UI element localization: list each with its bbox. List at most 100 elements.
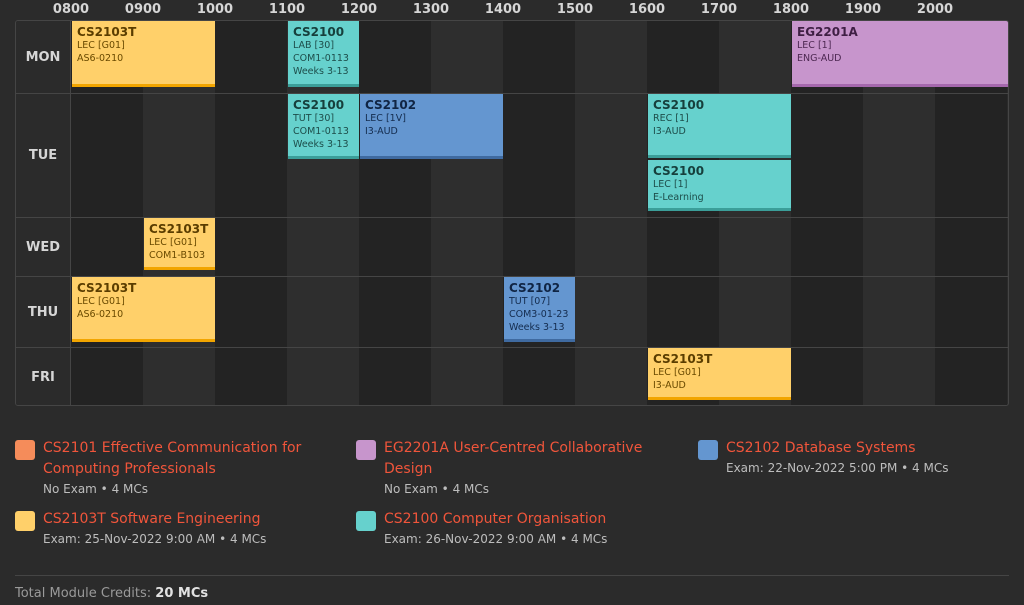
hour-label: 0800 bbox=[52, 2, 90, 17]
lesson-weeks: Weeks 3-13 bbox=[293, 139, 349, 150]
lesson-venue: E-Learning bbox=[653, 192, 704, 203]
hour-column bbox=[719, 21, 791, 405]
module-item-cs2103t: CS2103T Software Engineering Exam: 25-No… bbox=[15, 509, 335, 548]
lesson-type: LEC [1] bbox=[653, 179, 688, 190]
module-color-swatch[interactable] bbox=[15, 440, 35, 460]
day-row-wed: WED bbox=[16, 217, 1008, 276]
lesson-venue: AS6-0210 bbox=[77, 53, 124, 64]
lesson-cs2100-lab-mon[interactable]: CS2100 LAB [30] COM1-0113 Weeks 3-13 bbox=[288, 21, 359, 87]
lesson-cs2103t-mon[interactable]: CS2103T LEC [G01] AS6-0210 bbox=[72, 21, 215, 87]
module-color-swatch[interactable] bbox=[698, 440, 718, 460]
hour-label: 1100 bbox=[268, 2, 306, 17]
day-label: TUE bbox=[16, 94, 71, 217]
lesson-venue: COM3-01-23 bbox=[509, 309, 569, 320]
hour-column bbox=[575, 21, 647, 405]
day-label: MON bbox=[16, 21, 71, 93]
module-exam-info: No Exam • 4 MCs bbox=[43, 482, 148, 496]
hour-label: 1600 bbox=[628, 2, 666, 17]
lesson-code: CS2103T bbox=[77, 281, 137, 295]
lesson-type: REC [1] bbox=[653, 113, 689, 124]
lesson-code: CS2100 bbox=[653, 164, 705, 178]
hour-column bbox=[431, 21, 503, 405]
module-title-link[interactable]: CS2102 Database Systems bbox=[726, 440, 916, 456]
lesson-code: CS2103T bbox=[149, 222, 209, 236]
module-color-swatch[interactable] bbox=[356, 440, 376, 460]
hour-label: 1700 bbox=[700, 2, 738, 17]
lesson-type: LEC [1] bbox=[797, 40, 832, 51]
lesson-code: CS2102 bbox=[365, 98, 417, 112]
day-row-tue: TUE bbox=[16, 93, 1008, 217]
module-item-cs2101: CS2101 Effective Communication for Compu… bbox=[15, 438, 335, 498]
day-label: FRI bbox=[16, 348, 71, 405]
hour-column bbox=[215, 21, 287, 405]
lesson-code: CS2103T bbox=[77, 25, 137, 39]
module-item-cs2100: CS2100 Computer Organisation Exam: 26-No… bbox=[356, 509, 676, 548]
day-row-fri: FRI bbox=[16, 347, 1008, 405]
hour-label: 0900 bbox=[124, 2, 162, 17]
total-credits-value: 20 MCs bbox=[155, 586, 209, 601]
day-row-mon: MON bbox=[16, 21, 1008, 93]
lesson-type: LEC [G01] bbox=[77, 296, 125, 307]
lesson-cs2100-rec-tue[interactable]: CS2100 REC [1] I3-AUD bbox=[648, 94, 791, 158]
timetable: MON TUE WED THU FRI CS2103T LEC [G01] AS… bbox=[15, 20, 1009, 406]
lesson-cs2103t-thu[interactable]: CS2103T LEC [G01] AS6-0210 bbox=[72, 277, 215, 342]
lesson-cs2102-tut-thu[interactable]: CS2102 TUT [07] COM3-01-23 Weeks 3-13 bbox=[504, 277, 575, 342]
lesson-code: CS2102 bbox=[509, 281, 561, 295]
module-color-swatch[interactable] bbox=[356, 511, 376, 531]
module-title-link[interactable]: CS2100 Computer Organisation bbox=[384, 511, 607, 527]
lesson-code: CS2100 bbox=[293, 98, 345, 112]
lesson-code: CS2100 bbox=[293, 25, 345, 39]
day-row-thu: THU bbox=[16, 276, 1008, 347]
module-color-swatch[interactable] bbox=[15, 511, 35, 531]
hour-label: 1800 bbox=[772, 2, 810, 17]
hour-label: 1300 bbox=[412, 2, 450, 17]
lesson-cs2100-tut-tue[interactable]: CS2100 TUT [30] COM1-0113 Weeks 3-13 bbox=[288, 94, 359, 159]
lesson-code: EG2201A bbox=[797, 25, 858, 39]
lesson-cs2102-lec-tue[interactable]: CS2102 LEC [1V] I3-AUD bbox=[360, 94, 503, 159]
module-exam-info: No Exam • 4 MCs bbox=[384, 482, 489, 496]
hour-label: 1200 bbox=[340, 2, 378, 17]
hour-column bbox=[647, 21, 719, 405]
total-credits: Total Module Credits: 20 MCs bbox=[15, 586, 208, 601]
module-exam-info: Exam: 25-Nov-2022 9:00 AM • 4 MCs bbox=[43, 532, 267, 546]
hour-header: 0800 0900 1000 1100 1200 1300 1400 1500 … bbox=[53, 0, 1007, 20]
lesson-type: LEC [G01] bbox=[149, 237, 197, 248]
module-title-link[interactable]: EG2201A User-Centred Collaborative Desig… bbox=[384, 440, 643, 477]
lesson-cs2100-lec-tue[interactable]: CS2100 LEC [1] E-Learning bbox=[648, 160, 791, 211]
module-title-link[interactable]: CS2101 Effective Communication for Compu… bbox=[43, 440, 302, 477]
hour-label: 1500 bbox=[556, 2, 594, 17]
lesson-venue: COM1-0113 bbox=[293, 53, 349, 64]
lesson-type: LAB [30] bbox=[293, 40, 335, 51]
day-label: THU bbox=[16, 277, 71, 347]
lesson-type: LEC [1V] bbox=[365, 113, 406, 124]
divider bbox=[15, 575, 1009, 576]
module-title-link[interactable]: CS2103T Software Engineering bbox=[43, 511, 261, 527]
lesson-code: CS2100 bbox=[653, 98, 705, 112]
lesson-venue: AS6-0210 bbox=[77, 309, 124, 320]
day-label: WED bbox=[16, 218, 71, 276]
module-list: CS2101 Effective Communication for Compu… bbox=[15, 438, 1009, 558]
hour-label: 1900 bbox=[844, 2, 882, 17]
hour-label: 1000 bbox=[196, 2, 234, 17]
lesson-venue: ENG-AUD bbox=[797, 53, 842, 64]
hour-column bbox=[359, 21, 431, 405]
lesson-cs2103t-wed[interactable]: CS2103T LEC [G01] COM1-B103 bbox=[144, 218, 215, 270]
lesson-venue: COM1-0113 bbox=[293, 126, 349, 137]
hour-label: 2000 bbox=[916, 2, 954, 17]
module-item-eg2201a: EG2201A User-Centred Collaborative Desig… bbox=[356, 438, 676, 498]
lesson-code: CS2103T bbox=[653, 352, 713, 366]
module-item-cs2102: CS2102 Database Systems Exam: 22-Nov-202… bbox=[698, 438, 1018, 477]
lesson-eg2201a-mon[interactable]: EG2201A LEC [1] ENG-AUD bbox=[792, 21, 1008, 87]
lesson-cs2103t-fri[interactable]: CS2103T LEC [G01] I3-AUD bbox=[648, 348, 791, 400]
lesson-type: TUT [30] bbox=[293, 113, 335, 124]
module-exam-info: Exam: 22-Nov-2022 5:00 PM • 4 MCs bbox=[726, 461, 949, 475]
lesson-venue: COM1-B103 bbox=[149, 250, 206, 261]
lesson-weeks: Weeks 3-13 bbox=[293, 66, 349, 77]
lesson-type: LEC [G01] bbox=[653, 367, 701, 378]
lesson-weeks: Weeks 3-13 bbox=[509, 322, 565, 333]
lesson-venue: I3-AUD bbox=[653, 126, 686, 137]
total-credits-label: Total Module Credits: bbox=[15, 586, 152, 601]
lesson-venue: I3-AUD bbox=[653, 380, 686, 391]
hour-label: 1400 bbox=[484, 2, 522, 17]
lesson-venue: I3-AUD bbox=[365, 126, 398, 137]
